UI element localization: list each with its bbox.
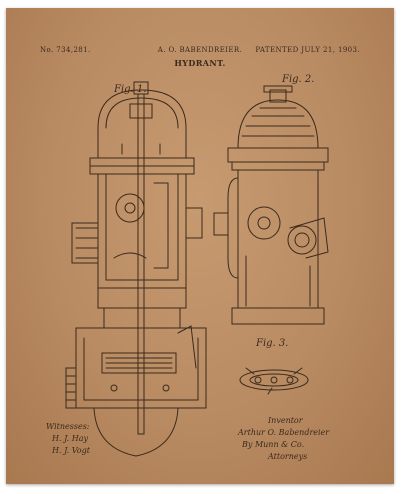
patent-number: No. 734,281. xyxy=(40,46,91,54)
figure-3-label: Fig. 3. xyxy=(256,338,289,349)
patent-date: PATENTED JULY 21, 1903. xyxy=(255,46,360,54)
figure-1-label: Fig. 1. xyxy=(114,84,147,95)
attorneys-label: Attorneys xyxy=(268,452,308,461)
hydrant-drawings xyxy=(65,81,329,457)
patent-print: No. 734,281. A. O. BABENDREIER. PATENTED… xyxy=(6,8,394,484)
figure-2-exterior-drawing xyxy=(213,85,329,325)
inventor-signature: Arthur O. Babendreier xyxy=(238,428,330,437)
patent-title: HYDRANT. xyxy=(174,58,226,68)
inventor-label: Inventor xyxy=(268,416,303,425)
inventor-header: A. O. BABENDREIER. xyxy=(157,46,243,54)
figure-1-section-drawing xyxy=(65,81,207,457)
witnesses-label: Witnesses: xyxy=(46,422,90,431)
figure-2-label: Fig. 2. xyxy=(282,74,315,85)
witness-1-signature: H. J. Hay xyxy=(52,434,88,443)
figure-3-detail-drawing xyxy=(239,367,309,395)
witness-2-signature: H. J. Vogt xyxy=(52,446,90,455)
attorney-by-line: By Munn & Co. xyxy=(242,440,305,449)
